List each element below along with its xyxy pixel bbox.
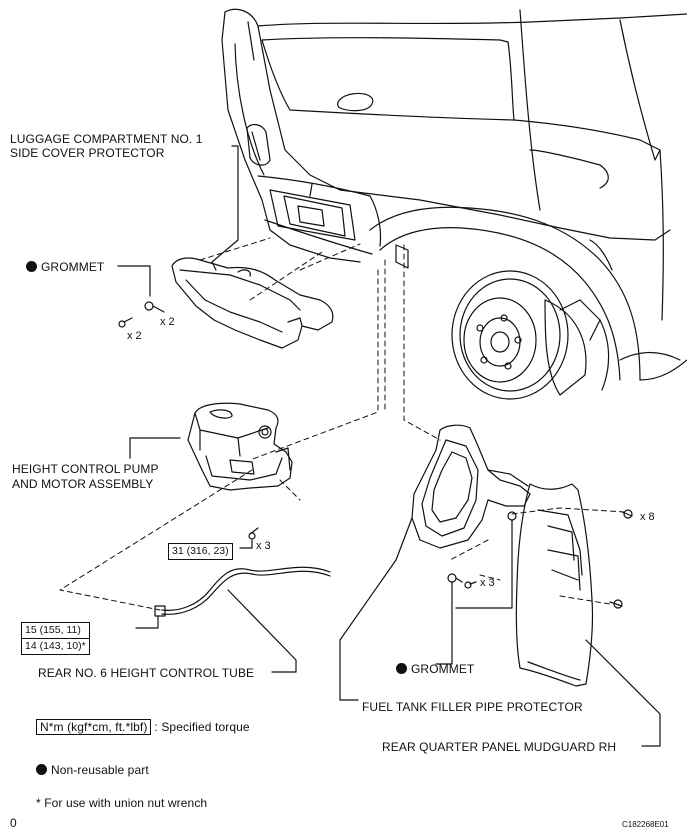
side-cover-protector-drawing — [171, 257, 334, 349]
filler-bolts — [435, 511, 517, 665]
legend-torque-text: : Specified torque — [154, 720, 250, 734]
tube-torque-line1: 15 (155, 11) — [25, 624, 81, 636]
grommet-screw-top — [117, 265, 165, 328]
filler-bolt-quantity: x 3 — [480, 577, 495, 589]
luggage-protector-label-line1: LUGGAGE COMPARTMENT NO. 1 — [10, 132, 203, 146]
screw-quantity: x 2 — [127, 330, 142, 342]
legend-torque-box: N*m (kgf*cm, ft.*lbf) — [36, 719, 152, 735]
figure-id: C182268E01 — [622, 820, 669, 829]
height-control-tube-drawing — [135, 566, 331, 673]
vehicle-rear-body — [221, 8, 687, 400]
legend-torque: N*m (kgf*cm, ft.*lbf): Specified torque — [36, 719, 250, 735]
tube-label: REAR NO. 6 HEIGHT CONTROL TUBE — [38, 666, 255, 680]
height-control-pump-drawing — [129, 402, 293, 491]
mudguard-drawing — [515, 483, 661, 747]
grommet-label-bottom: GROMMET — [396, 662, 474, 676]
legend-union-nut: * For use with union nut wrench — [36, 796, 208, 810]
filler-protector-label: FUEL TANK FILLER PIPE PROTECTOR — [362, 700, 583, 714]
filler-pipe-protector-drawing — [339, 424, 531, 701]
luggage-protector-label-line2: SIDE COVER PROTECTOR — [10, 146, 165, 160]
tube-torque-box: 15 (155, 11) 14 (143, 10)* — [21, 622, 90, 655]
pump-bolt — [239, 527, 259, 549]
tube-torque-line2: 14 (143, 10)* — [22, 638, 89, 654]
grommet-quantity: x 2 — [160, 316, 175, 328]
leader-lines — [211, 145, 239, 263]
corner-mark: 0 — [10, 816, 17, 830]
pump-label-line2: AND MOTOR ASSEMBLY — [12, 477, 154, 491]
non-reusable-dot-icon — [36, 764, 47, 775]
non-reusable-dot-icon — [396, 663, 407, 674]
pump-label-line1: HEIGHT CONTROL PUMP — [12, 462, 159, 476]
legend-non-reusable: Non-reusable part — [36, 763, 149, 777]
pump-bolt-quantity: x 3 — [256, 540, 271, 552]
assembly-guide-lines — [59, 237, 626, 611]
non-reusable-dot-icon — [26, 261, 37, 272]
pump-torque-box: 31 (316, 23) — [168, 543, 233, 560]
mudguard-label: REAR QUARTER PANEL MUDGUARD RH — [382, 740, 617, 754]
grommet-label-top: GROMMET — [26, 260, 104, 274]
mudguard-clip-quantity: x 8 — [640, 511, 655, 523]
